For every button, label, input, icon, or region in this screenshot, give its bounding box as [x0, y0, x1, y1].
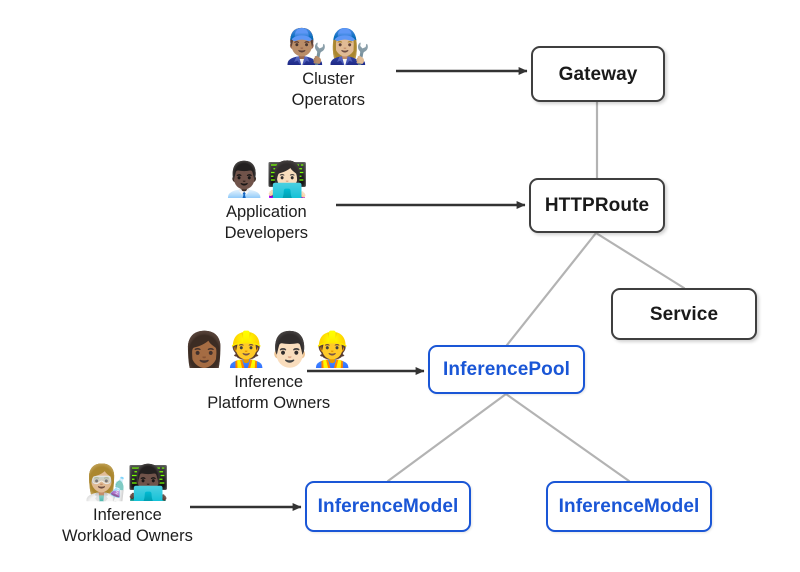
man-office-worker-icon+woman-technologist-icon: 👨🏿‍💼👩🏻‍💻 — [223, 160, 310, 200]
relation-pool-model1 — [386, 392, 508, 483]
node-label: InferenceModel — [558, 496, 700, 517]
persona-label: Cluster Operators — [291, 69, 366, 109]
relation-pool-model2 — [504, 392, 631, 483]
relation-httproute-service — [594, 231, 686, 290]
persona-arrows — [190, 67, 528, 511]
node-label: Service — [649, 303, 719, 325]
node-label: HTTPRoute — [544, 195, 650, 216]
node-inferencemodel2[interactable]: InferenceModel — [546, 481, 712, 532]
persona-label: Inference Platform Owners — [207, 372, 331, 412]
persona-inference-workload-owners: 👩🏼‍🔬👨🏿‍💻Inference Workload Owners — [62, 463, 193, 547]
node-label: InferencePool — [443, 359, 570, 380]
persona-cluster-operators: 👨🏽‍🔧👩🏼‍🔧Cluster Operators — [285, 27, 372, 111]
node-label: Gateway — [558, 63, 638, 85]
woman-scientist-icon+man-technologist-icon: 👩🏼‍🔬👨🏿‍💻 — [84, 463, 171, 503]
woman-construction-worker-icon+man-construction-worker-icon: 👩🏾‍👷👨🏻‍👷 — [183, 330, 355, 370]
node-httproute[interactable]: HTTPRoute — [529, 178, 665, 233]
relation-httproute-inferencepool — [505, 231, 598, 347]
persona-inference-platform-owners: 👩🏾‍👷👨🏻‍👷Inference Platform Owners — [183, 330, 355, 414]
node-inferencemodel1[interactable]: InferenceModel — [305, 481, 471, 532]
persona-label: Application Developers — [224, 202, 309, 242]
man-mechanic-icon+woman-mechanic-icon: 👨🏽‍🔧👩🏼‍🔧 — [285, 27, 372, 67]
node-gateway[interactable]: Gateway — [531, 46, 665, 102]
node-label: InferenceModel — [317, 496, 459, 517]
node-service[interactable]: Service — [611, 288, 757, 340]
node-inferencepool[interactable]: InferencePool — [428, 345, 585, 394]
persona-application-developers: 👨🏿‍💼👩🏻‍💻Application Developers — [223, 160, 310, 244]
persona-label: Inference Workload Owners — [62, 505, 193, 545]
